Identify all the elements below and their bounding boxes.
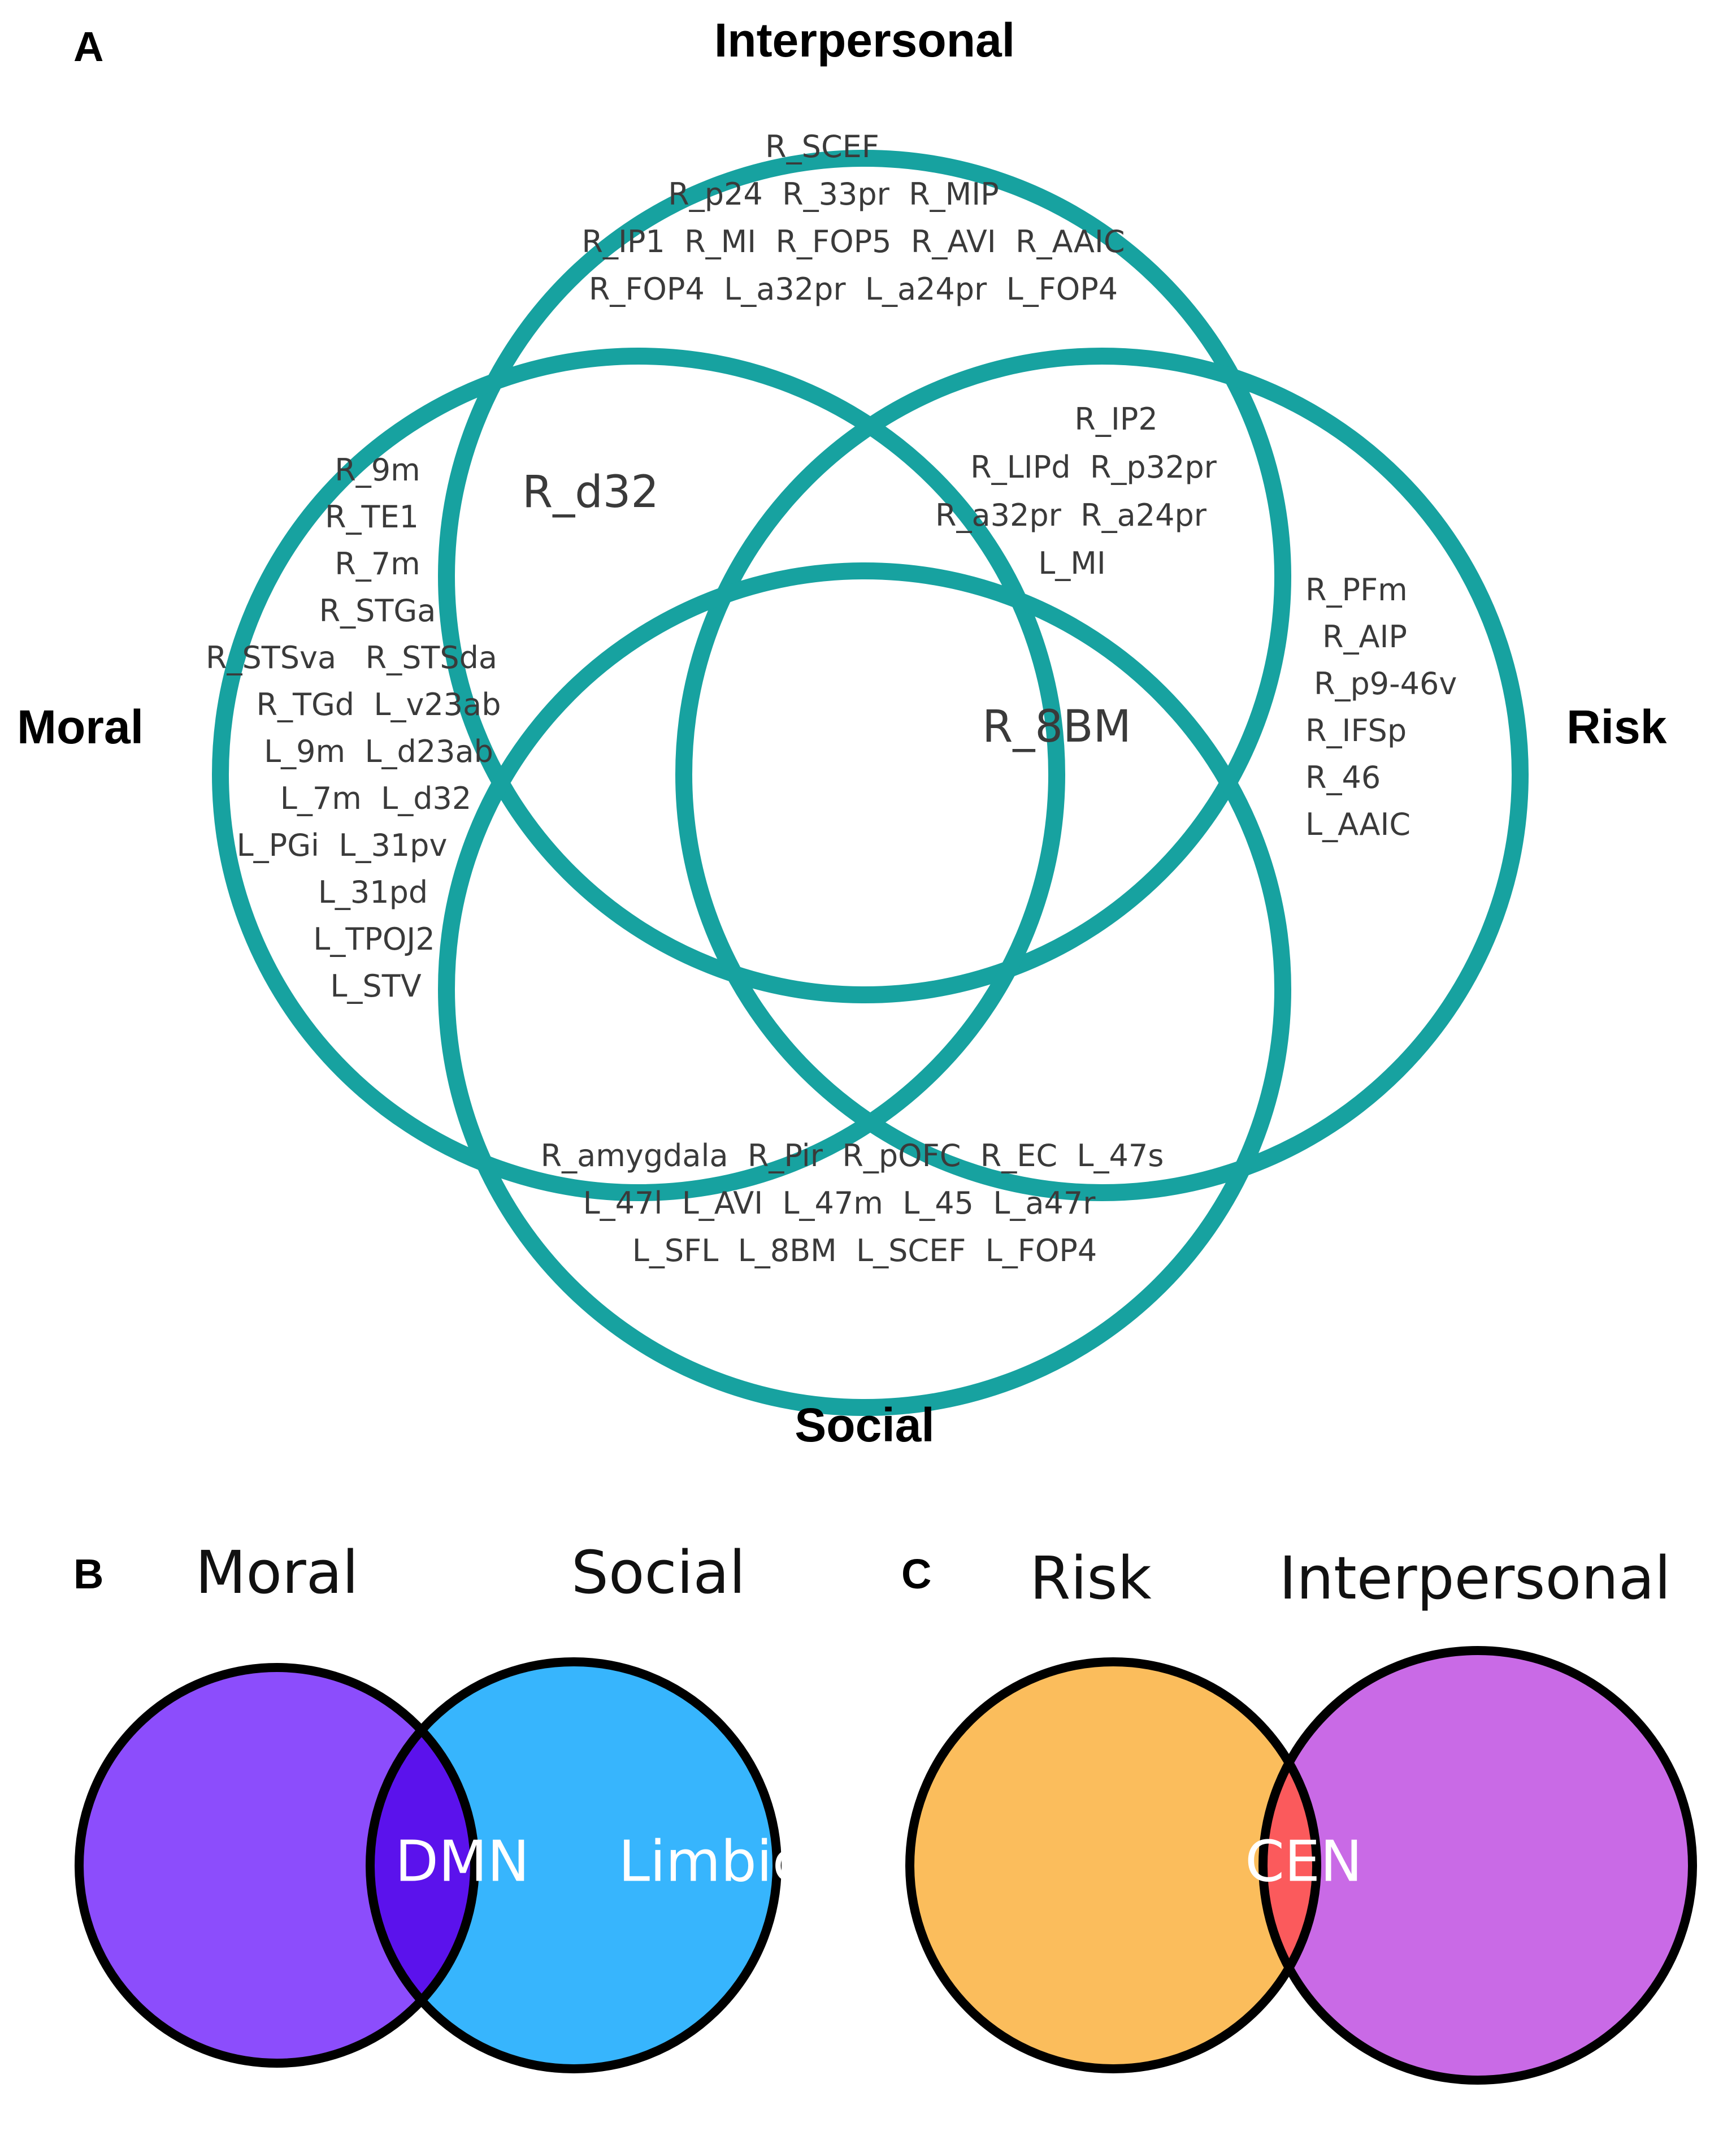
region-line: R_9m [335, 452, 420, 488]
region-line: R_p24 R_33pr R_MIP [668, 176, 999, 212]
cen-label: CEN [1245, 1828, 1362, 1894]
social-venn-circle [370, 1662, 777, 2069]
moral-venn-circle [79, 1667, 475, 2063]
interpersonal-venn-circle [1263, 1651, 1692, 2080]
panel-c-left-title: Risk [1030, 1544, 1152, 1613]
region-line: R_AIP [1322, 619, 1407, 655]
region-social-only: R_amygdala R_Pir R_pOFC R_EC L_47s L_47l… [541, 1138, 1164, 1268]
region-line: L_9m L_d23ab [264, 734, 493, 769]
region-line: R_46 [1305, 760, 1381, 795]
risk-title: Risk [1566, 700, 1667, 753]
region-moral-only: R_9m R_TE1 R_7m R_STGa R_STSva R_STSda R… [206, 452, 501, 1004]
region-line: L_7m L_d32 [280, 781, 471, 816]
region-line: L_TPOJ2 [313, 921, 435, 957]
region-line: R_7m [335, 546, 420, 582]
region-line: R_PFm [1305, 572, 1408, 608]
region-line: L_31pd [318, 874, 428, 910]
region-line: L_PGi L_31pv [237, 828, 448, 863]
region-line: L_47l L_AVI L_47m L_45 L_a47r [583, 1185, 1096, 1221]
panel-c: C Risk Interpersonal CEN [901, 1544, 1697, 2085]
region-line: L_AAIC [1305, 807, 1410, 842]
social-circle [438, 562, 1291, 1416]
region-interpersonal-risk-social: R_8BM [982, 701, 1131, 752]
region-line: R_SCEF [765, 129, 879, 164]
region-line: R_IP2 [1074, 401, 1157, 437]
panel-b-right-title: Social [571, 1538, 745, 1607]
risk-venn-circle [910, 1662, 1317, 2069]
region-line: R_LIPd R_p32pr [970, 449, 1217, 485]
interpersonal-venn-outline [1258, 1646, 1697, 2085]
social-venn-outline [366, 1657, 782, 2073]
region-interpersonal-only: R_SCEF R_p24 R_33pr R_MIP R_IP1 R_MI R_F… [581, 129, 1125, 307]
region-line: R_IFSp [1305, 713, 1407, 748]
risk-circle [675, 348, 1529, 1201]
region-interpersonal-risk: R_IP2 R_LIPd R_p32pr R_a32pr R_a24pr L_M… [935, 401, 1217, 581]
region-line: R_FOP4 L_a32pr L_a24pr L_FOP4 [589, 271, 1118, 307]
region-line: R_IP1 R_MI R_FOP5 R_AVI R_AAIC [581, 224, 1125, 259]
panel-a-letter: A [73, 23, 103, 70]
region-line: R_STSva R_STSda [206, 640, 497, 675]
panel-b-letter: B [73, 1550, 103, 1597]
risk-venn-outline [905, 1657, 1321, 2073]
panel-c-letter: C [901, 1550, 931, 1597]
limbic-label: Limbic [618, 1828, 803, 1894]
panel-b: B Moral Social DMN Limbic [73, 1538, 804, 2073]
region-line: L_STV [330, 968, 421, 1004]
panel-b-left-title: Moral [196, 1538, 359, 1607]
panel-a: A Interpersonal Moral Risk Social R_SCEF… [17, 14, 1667, 1452]
moral-title: Moral [17, 700, 144, 753]
region-line: R_amygdala R_Pir R_pOFC R_EC L_47s [541, 1138, 1164, 1173]
interpersonal-circle [438, 150, 1291, 1003]
moral-venn-outline [75, 1663, 479, 2068]
region-line: R_TGd L_v23ab [256, 687, 501, 722]
region-line: L_MI [1038, 545, 1106, 581]
venn-rings [212, 150, 1529, 1416]
interpersonal-title: Interpersonal [714, 14, 1015, 67]
region-risk-only: R_PFm R_AIP R_p9-46v R_IFSp R_46 L_AAIC [1305, 572, 1457, 842]
region-line: R_TE1 [325, 499, 419, 535]
moral-circle [212, 348, 1065, 1201]
region-moral-interpersonal: R_d32 [522, 467, 659, 518]
social-title: Social [795, 1398, 934, 1452]
panel-c-right-title: Interpersonal [1279, 1544, 1670, 1613]
dmn-label: DMN [395, 1828, 530, 1894]
region-line: R_STGa [319, 593, 436, 629]
region-line: L_SFL L_8BM L_SCEF L_FOP4 [632, 1233, 1097, 1268]
region-line: R_p9-46v [1314, 666, 1457, 701]
region-line: R_a32pr R_a24pr [935, 497, 1207, 533]
